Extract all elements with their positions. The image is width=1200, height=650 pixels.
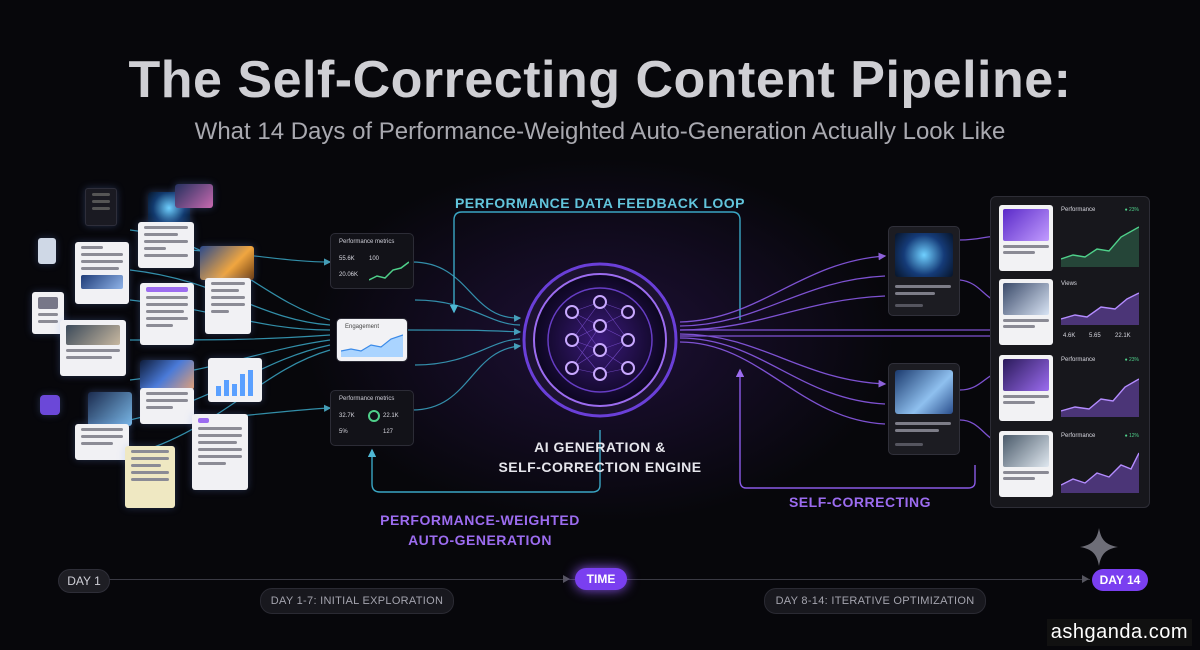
- text-line: [895, 422, 951, 425]
- timeline-end-pill: DAY 14: [1092, 569, 1148, 591]
- views-stat: 22.1K: [1115, 333, 1131, 339]
- dashboard-chart: Performance ● 12%: [1059, 431, 1141, 497]
- chart-title: Views: [1061, 281, 1077, 287]
- sparkle-icon: [1080, 528, 1118, 566]
- source-image-card: [200, 246, 254, 280]
- source-card: [75, 242, 129, 304]
- feedback-loop-label: PERFORMANCE DATA FEEDBACK LOOP: [454, 195, 746, 211]
- source-card: [60, 320, 126, 376]
- metrics-panel-title: Performance metrics: [339, 239, 395, 245]
- source-card: [192, 414, 248, 490]
- phase-iterative-optimization: DAY 8-14: ITERATIVE OPTIMIZATION: [764, 588, 986, 614]
- bar-chart-icon: [216, 370, 253, 396]
- source-image-card: [175, 184, 213, 208]
- source-card: [205, 278, 251, 334]
- views-stat: 4.6K: [1063, 333, 1076, 339]
- dashboard-content-card: [999, 355, 1053, 421]
- metrics-panel-bottom: Performance metrics 32.7K 22.1K 5% 127: [330, 390, 414, 446]
- chart-status: ● 23%: [1124, 207, 1139, 213]
- growth-line-chart: [1061, 226, 1139, 267]
- source-card: [85, 188, 117, 226]
- performance-dashboard: Performance ● 23% Views 4.6K 5.65 22.1K …: [990, 196, 1150, 508]
- growth-area-chart: [1061, 378, 1139, 417]
- source-card: [32, 292, 64, 334]
- trend-sparkline: [369, 261, 409, 281]
- metrics-panel-title: Performance metrics: [339, 396, 395, 402]
- output-card-image: [895, 370, 953, 414]
- output-card: [888, 363, 960, 455]
- chart-title: Performance: [1061, 433, 1096, 439]
- dashboard-content-card: [999, 431, 1053, 497]
- engagement-title: Engagement: [345, 324, 380, 330]
- chart-title: Performance: [1061, 357, 1096, 363]
- metric-value: 100: [369, 256, 380, 262]
- source-card: [125, 446, 175, 508]
- document-icon: [38, 238, 56, 264]
- chart-status: ● 12%: [1124, 433, 1139, 439]
- chart-card: [208, 358, 262, 402]
- self-correcting-label: SELF-CORRECTING: [788, 494, 932, 510]
- share-icon: [40, 395, 60, 415]
- metric-value: 5%: [339, 429, 348, 435]
- source-card: [140, 283, 194, 345]
- dashboard-content-card: [999, 279, 1053, 345]
- timeline-time-pill: TIME: [575, 568, 627, 590]
- weighted-generation-label: PERFORMANCE-WEIGHTED AUTO-GENERATION: [360, 510, 600, 550]
- views-area-chart: [1061, 292, 1139, 325]
- engine-label-line2: SELF-CORRECTION ENGINE: [498, 459, 702, 475]
- engine-label: AI GENERATION & SELF-CORRECTION ENGINE: [450, 437, 750, 477]
- chart-title: Performance: [1061, 207, 1096, 213]
- metric-value: 22.1K: [383, 413, 399, 419]
- text-line: [895, 292, 935, 295]
- timeline-arrow: [563, 575, 570, 583]
- timeline-start-pill: DAY 1: [58, 569, 110, 593]
- ai-engine-icon: [522, 262, 678, 418]
- views-stat: 5.65: [1089, 333, 1101, 339]
- metric-value: 127: [383, 429, 394, 435]
- growth-area-chart: [1061, 452, 1139, 493]
- weighted-label-line1: PERFORMANCE-WEIGHTED: [380, 512, 580, 528]
- timeline-arrow: [1082, 575, 1089, 583]
- text-line: [895, 443, 923, 446]
- site-watermark: ashganda.com: [1046, 619, 1192, 646]
- page-subtitle: What 14 Days of Performance-Weighted Aut…: [194, 118, 1006, 145]
- engagement-chart-panel: Engagement: [336, 318, 408, 362]
- dashboard-chart: Performance ● 23%: [1059, 205, 1141, 271]
- metrics-panel-top: Performance metrics 55.6K 100 20.06K: [330, 233, 414, 289]
- engagement-area-chart: [341, 334, 403, 357]
- source-image-card: [140, 360, 194, 390]
- dashboard-chart: Views 4.6K 5.65 22.1K: [1059, 279, 1141, 345]
- metric-value: 32.7K: [339, 413, 355, 419]
- page-title: The Self-Correcting Content Pipeline:: [128, 51, 1072, 109]
- source-card: [140, 388, 194, 424]
- text-line: [895, 285, 951, 288]
- source-card: [75, 424, 129, 460]
- output-card: [888, 226, 960, 316]
- source-image-card: [88, 392, 132, 426]
- donut-icon: [368, 410, 380, 422]
- metric-value: 55.6K: [339, 256, 355, 262]
- output-card-image: [895, 233, 953, 277]
- phase-initial-exploration: DAY 1-7: INITIAL EXPLORATION: [260, 588, 454, 614]
- metric-value: 20.06K: [339, 272, 359, 278]
- weighted-label-line2: AUTO-GENERATION: [408, 532, 552, 548]
- text-line: [895, 429, 939, 432]
- text-line: [895, 304, 923, 307]
- source-card: [138, 222, 194, 268]
- dashboard-content-card: [999, 205, 1053, 271]
- chart-status: ● 23%: [1124, 357, 1139, 363]
- dashboard-chart: Performance ● 23%: [1059, 355, 1141, 421]
- engine-label-line1: AI GENERATION &: [534, 439, 666, 455]
